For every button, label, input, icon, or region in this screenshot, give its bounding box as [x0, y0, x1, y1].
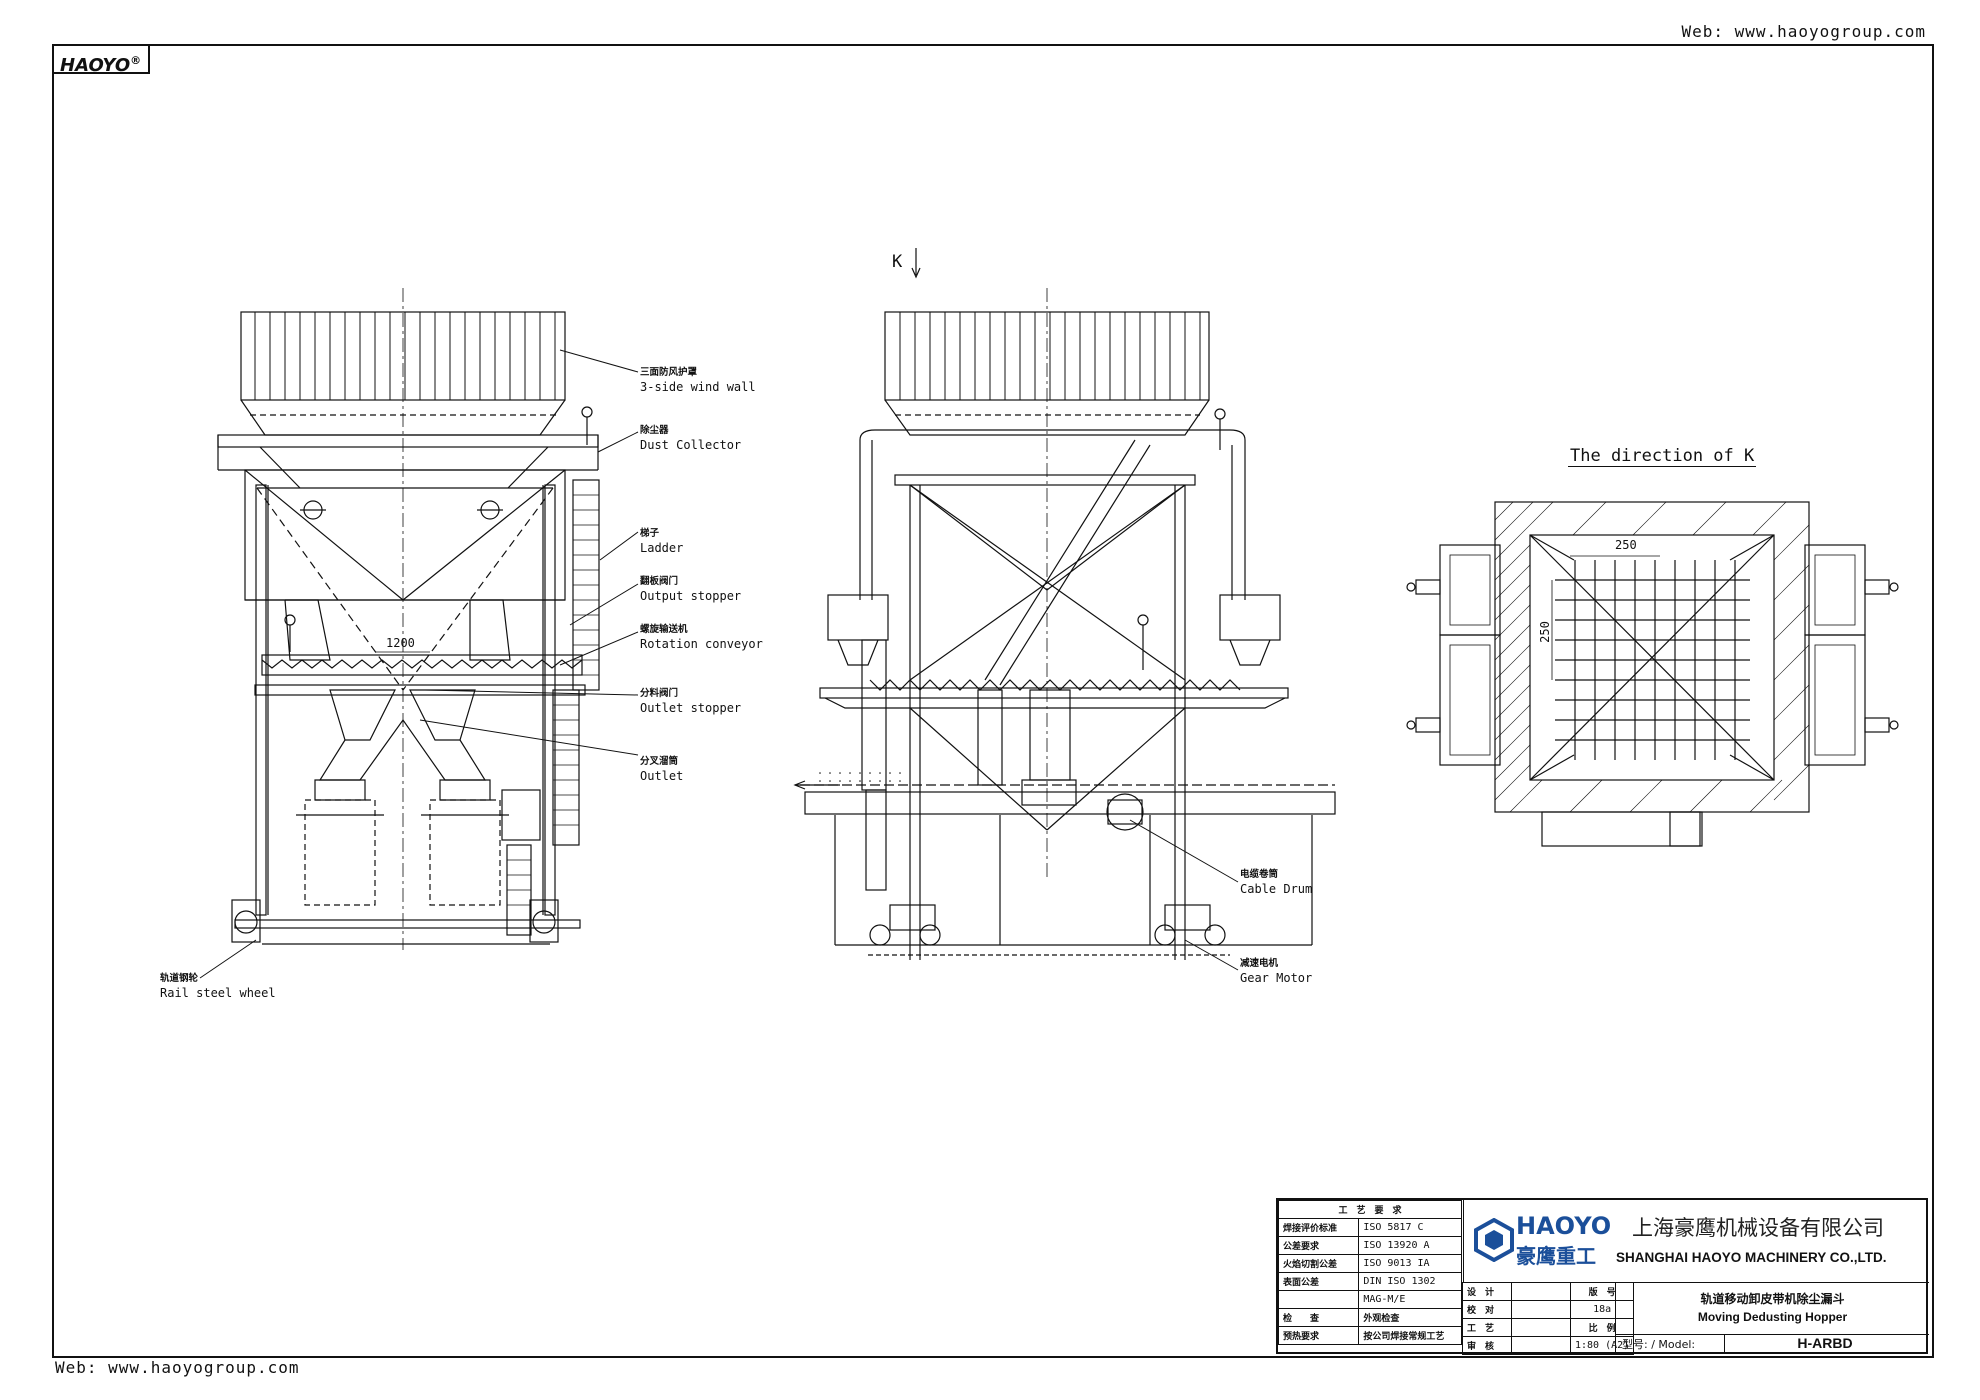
view-k	[1406, 501, 1899, 847]
brand-zh: 豪鹰重工	[1516, 1244, 1596, 1268]
req-value: 按公司焊接常规工艺	[1358, 1326, 1462, 1345]
dimension-250-horizontal: 250	[1615, 538, 1637, 552]
req-value: 外观检查	[1358, 1308, 1462, 1327]
req-key: 预热要求	[1277, 1326, 1360, 1345]
haoyo-logo-box: HAOYO®	[52, 44, 150, 76]
sign-key: 工 艺	[1462, 1318, 1512, 1337]
side-view	[793, 248, 1336, 960]
req-key: 检 查	[1277, 1308, 1360, 1327]
model-label: 型号: / Model:	[1622, 1338, 1696, 1351]
company-block: HAOYO 豪鹰重工 上海豪鹰机械设备有限公司 SHANGHAI HAOYO M…	[1463, 1200, 1929, 1283]
drawing-frame	[52, 44, 1934, 1358]
registered-mark: ®	[130, 54, 142, 67]
logo-text: HAOYO	[60, 55, 131, 76]
front-view	[217, 288, 600, 950]
req-key: 焊接评价标准	[1277, 1218, 1360, 1237]
req-value: ISO 9013 IA	[1358, 1254, 1462, 1273]
sign-key: 设 计	[1462, 1282, 1512, 1301]
req-key	[1277, 1290, 1360, 1309]
sign-value: 1:80 (A2)	[1569, 1336, 1635, 1355]
req-value: MAG-M/E	[1358, 1290, 1462, 1309]
req-value: DIN ISO 1302	[1358, 1272, 1462, 1291]
req-key: 表面公差	[1277, 1272, 1360, 1291]
sign-key: 审 核	[1462, 1336, 1512, 1355]
company-name-zh: 上海豪鹰机械设备有限公司	[1632, 1216, 1884, 1240]
company-name-en: SHANGHAI HAOYO MACHINERY CO.,LTD.	[1616, 1250, 1887, 1265]
website-url-bottom: Web: www.haoyogroup.com	[55, 1358, 300, 1377]
model-row: 型号: / Model: H-ARBD	[1616, 1334, 1929, 1353]
req-value: ISO 13920 A	[1358, 1236, 1462, 1255]
k-arrow-label: K	[892, 252, 903, 272]
dimension-1200: 1200	[386, 636, 415, 650]
product-block: 轨道移动卸皮带机除尘漏斗 Moving Dedusting Hopper 型号:…	[1615, 1282, 1929, 1353]
dimension-250-vertical: 250	[1537, 621, 1552, 643]
req-key: 公差要求	[1277, 1236, 1360, 1255]
model-value: H-ARBD	[1724, 1335, 1925, 1353]
product-name-zh: 轨道移动卸皮带机除尘漏斗	[1700, 1292, 1845, 1306]
product-name-en: Moving Dedusting Hopper	[1697, 1310, 1848, 1324]
req-key: 火焰切割公差	[1277, 1254, 1360, 1273]
view-k-title: The direction of K	[1568, 446, 1757, 467]
req-value: ISO 5817 C	[1358, 1218, 1462, 1237]
brand-en: HAOYO	[1516, 1212, 1612, 1240]
sign-key: 校 对	[1462, 1300, 1512, 1319]
requirements-header: 工 艺 要 求	[1278, 1200, 1462, 1219]
haoyo-hexagon-icon	[1474, 1218, 1514, 1262]
website-url-top: Web: www.haoyogroup.com	[1681, 22, 1926, 41]
